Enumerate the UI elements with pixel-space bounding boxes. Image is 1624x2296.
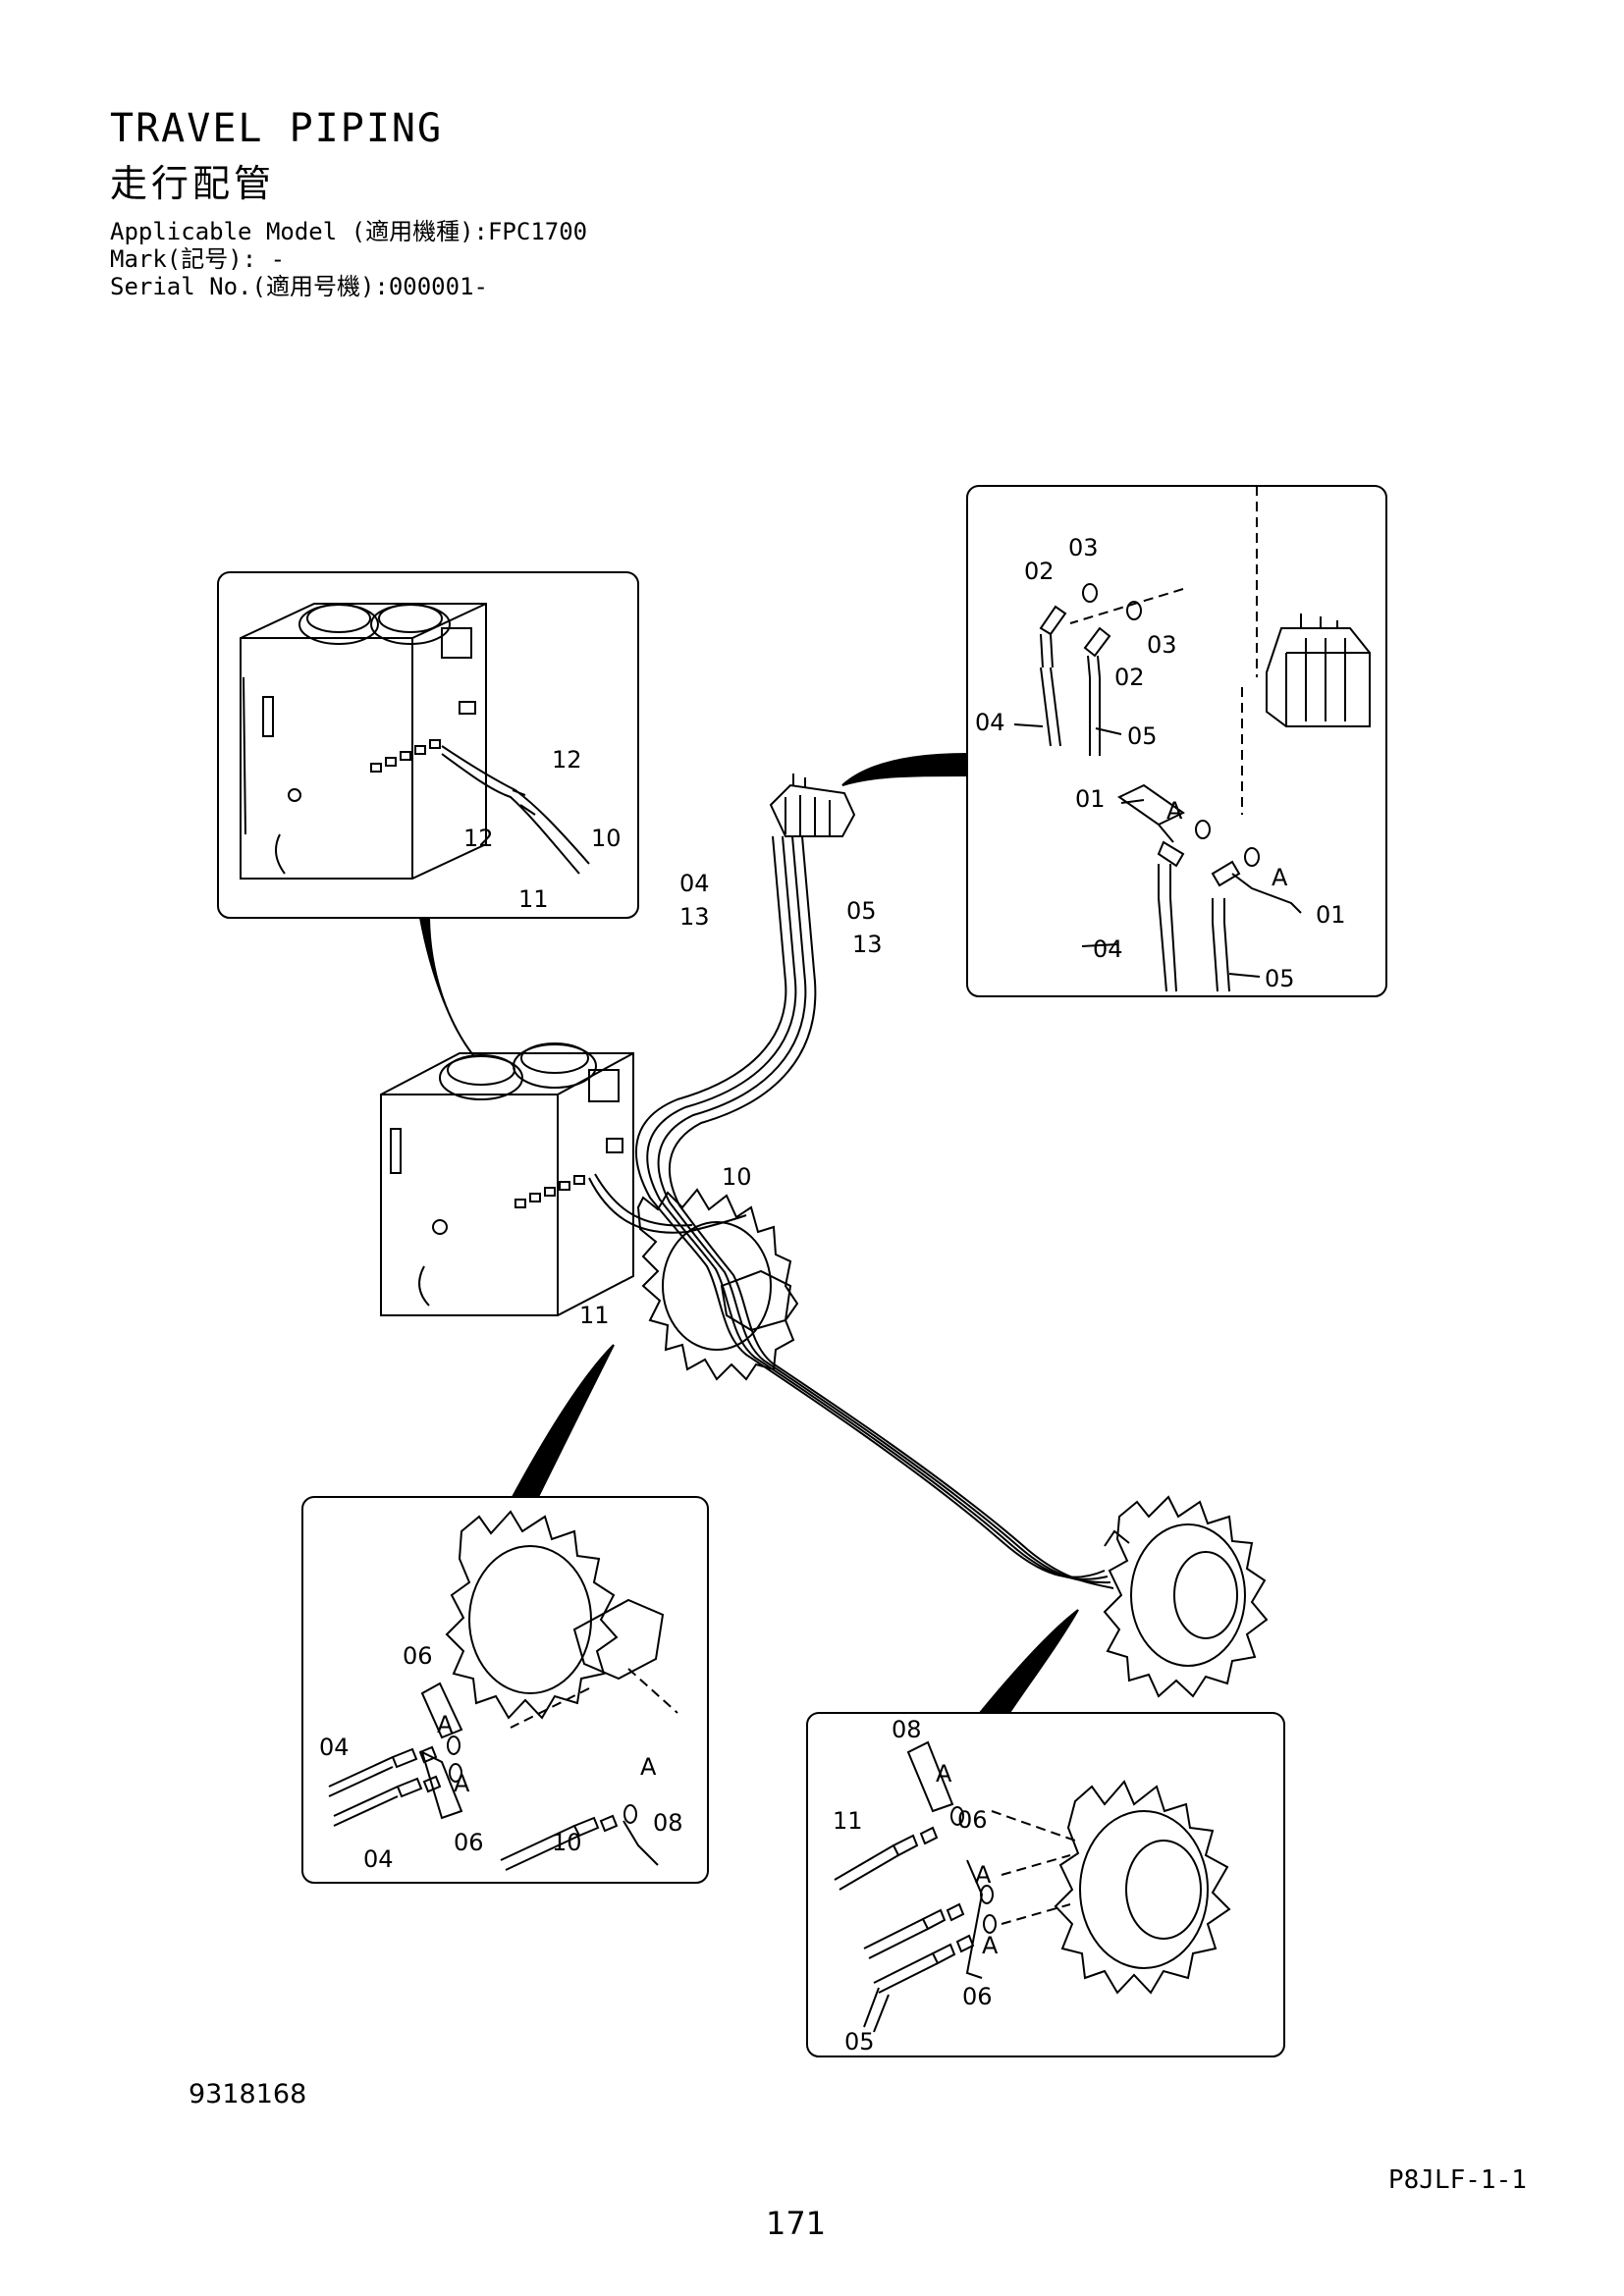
callout-01-lower: 01 xyxy=(1316,901,1346,929)
callout-12-upper: 12 xyxy=(552,746,582,774)
right-travel-motor-main xyxy=(1103,1495,1269,1698)
callout-12-lower: 12 xyxy=(463,825,494,852)
inset-frame-right-motor xyxy=(806,1712,1285,2057)
page-code: P8JLF-1-1 xyxy=(1388,2165,1527,2195)
hydraulic-tank-main xyxy=(380,1042,634,1316)
callout-03-top: 03 xyxy=(1068,534,1099,561)
callout-11-inset: 11 xyxy=(518,885,549,913)
left-motor-inset xyxy=(328,1510,678,1871)
callout-a-right-3: A xyxy=(982,1932,999,1959)
callout-13-main-left: 13 xyxy=(679,903,710,931)
callout-a-left-3: A xyxy=(640,1753,657,1781)
inset-frame-left-motor xyxy=(301,1496,709,1884)
callout-a-right-1: A xyxy=(936,1760,952,1788)
callout-05-main: 05 xyxy=(846,897,877,925)
callout-02-top: 02 xyxy=(1024,558,1055,585)
page-number: 171 xyxy=(766,2205,827,2242)
callout-03-right: 03 xyxy=(1147,631,1177,659)
drawing-number: 9318168 xyxy=(189,2079,307,2109)
mark-field: Mark(記号): - xyxy=(110,245,286,273)
callout-04-valve-upper: 04 xyxy=(975,709,1005,736)
callout-06-top: 06 xyxy=(403,1642,433,1670)
tank-block-inset xyxy=(240,603,590,880)
callout-a-left-1: A xyxy=(437,1711,454,1738)
callout-labels: 12 12 10 11 04 13 05 13 10 11 03 02 03 0… xyxy=(319,534,1346,2056)
callout-06-bottom: 06 xyxy=(454,1829,484,1856)
callout-02-right: 02 xyxy=(1114,664,1145,691)
callout-10-left: 10 xyxy=(552,1829,582,1856)
control-valve-main xyxy=(769,774,856,837)
serial-number: Serial No.(適用号機):000001- xyxy=(110,273,488,300)
leader-wedge-left-motor xyxy=(511,1344,615,1498)
page-title: TRAVEL PIPING xyxy=(110,106,444,151)
applicable-model: Applicable Model (適用機種):FPC1700 xyxy=(110,218,588,245)
callout-05-right: 05 xyxy=(844,2028,875,2056)
callout-06-right-top: 06 xyxy=(957,1806,988,1834)
travel-hose-bundle xyxy=(588,835,1114,1589)
callout-01-upper: 01 xyxy=(1075,785,1106,813)
callout-a-lower: A xyxy=(1272,864,1288,891)
callout-08-right: 08 xyxy=(892,1716,922,1743)
callout-06-right-bottom: 06 xyxy=(962,1983,993,2010)
callout-11-main: 11 xyxy=(579,1302,610,1329)
right-motor-inset xyxy=(834,1740,1231,2033)
callout-10-main: 10 xyxy=(722,1163,752,1191)
callout-08-left: 08 xyxy=(653,1809,683,1837)
leader-wedge-valve xyxy=(841,752,968,786)
callout-04-main: 04 xyxy=(679,870,710,897)
leader-wedge-right-motor xyxy=(977,1609,1079,1714)
callout-13-main-right: 13 xyxy=(852,931,883,958)
callout-04-left-lower: 04 xyxy=(363,1845,394,1873)
callout-a-right-2: A xyxy=(975,1861,992,1889)
left-travel-motor-main xyxy=(636,1188,799,1381)
leader-wedge-tank xyxy=(418,917,474,1056)
page-title-japanese: 走行配管 xyxy=(110,162,276,205)
callout-05-valve-lower: 05 xyxy=(1265,965,1295,992)
callout-a-left-2: A xyxy=(454,1770,470,1797)
callout-a-upper: A xyxy=(1166,797,1183,825)
callout-11-right: 11 xyxy=(833,1807,863,1835)
callout-04-left-upper: 04 xyxy=(319,1734,350,1761)
control-valve-inset xyxy=(1013,486,1371,992)
callout-05-valve-upper: 05 xyxy=(1127,722,1158,750)
callout-04-valve-lower: 04 xyxy=(1093,935,1123,963)
inset-frame-control-valve xyxy=(966,485,1387,997)
callout-10-inset: 10 xyxy=(591,825,622,852)
